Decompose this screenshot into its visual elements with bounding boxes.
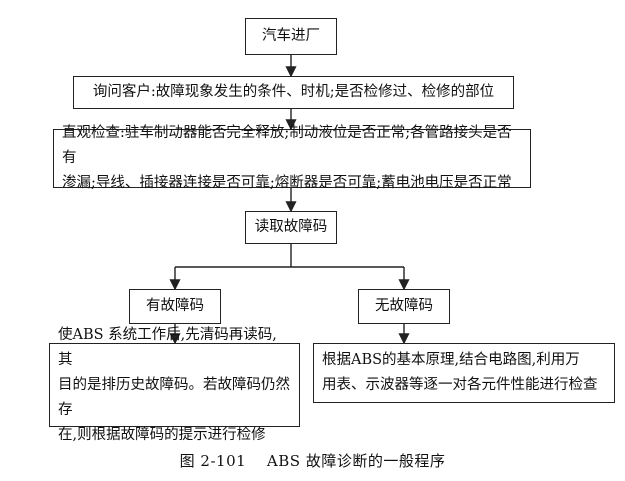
node-vehicle-enters: 汽车进厂 xyxy=(245,18,337,55)
node-has-code-procedure: 使ABS 系统工作后,先清码再读码,其 目的是排历史故障码。若故障码仍然存 在,… xyxy=(49,327,300,443)
node-has-fault-code: 有故障码 xyxy=(129,289,221,324)
node-visual-inspection-label: 直观检查:驻车制动器能否完全释放;制动液位是否正常;各管路接头是否有 渗漏;导线… xyxy=(62,125,512,191)
node-has-code-procedure-label: 使ABS 系统工作后,先清码再读码,其 目的是排历史故障码。若故障码仍然存 在,… xyxy=(58,326,290,443)
node-no-code-procedure-label: 根据ABS的基本原理,结合电路图,利用万 用表、示波器等逐一对各元件性能进行检查 xyxy=(322,352,598,393)
node-read-fault-code: 读取故障码 xyxy=(245,211,337,244)
node-no-fault-code-label: 无故障码 xyxy=(375,298,433,314)
node-visual-inspection: 直观检查:驻车制动器能否完全释放;制动液位是否正常;各管路接头是否有 渗漏;导线… xyxy=(53,125,531,191)
node-no-fault-code: 无故障码 xyxy=(358,289,450,324)
node-customer-inquiry-label: 询问客户:故障现象发生的条件、时机;是否检修过、检修的部位 xyxy=(92,84,495,100)
node-has-fault-code-label: 有故障码 xyxy=(146,298,204,314)
node-vehicle-enters-label: 汽车进厂 xyxy=(262,28,320,44)
figure-caption: 图 2-101 ABS 故障诊断的一般程序 xyxy=(179,452,446,470)
node-customer-inquiry: 询问客户:故障现象发生的条件、时机;是否检修过、检修的部位 xyxy=(73,76,514,109)
node-no-code-procedure: 根据ABS的基本原理,结合电路图,利用万 用表、示波器等逐一对各元件性能进行检查 xyxy=(313,343,615,403)
node-read-fault-code-label: 读取故障码 xyxy=(254,219,328,235)
